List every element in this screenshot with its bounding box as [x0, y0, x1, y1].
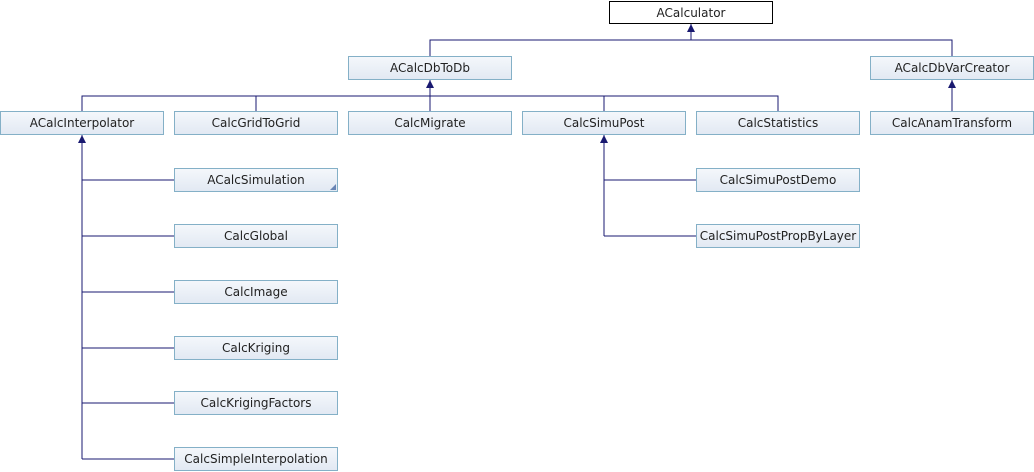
class-node-calcanamtransform[interactable]: CalcAnamTransform [870, 111, 1034, 135]
class-node-calcglobal[interactable]: CalcGlobal [174, 224, 338, 248]
edge-acalculator-children [429, 39, 953, 56]
class-node-acalcdbvarcreator[interactable]: ACalcDbVarCreator [870, 56, 1034, 80]
class-node-acalcinterpolator[interactable]: ACalcInterpolator [0, 111, 164, 135]
class-node-acalcsimulation-label: ACalcSimulation [207, 173, 305, 187]
class-node-calcgridtogrid[interactable]: CalcGridToGrid [174, 111, 338, 135]
class-node-calcsimupostdemo[interactable]: CalcSimuPostDemo [696, 168, 860, 192]
class-node-calcsimupost[interactable]: CalcSimuPost [522, 111, 686, 135]
class-node-acalculator: ACalculator [609, 1, 773, 24]
class-node-calcsimupostpropbylayer[interactable]: CalcSimuPostPropByLayer [696, 224, 860, 248]
edge-acalcdbtodb-children [81, 95, 779, 111]
collapsed-subclasses-icon [330, 184, 336, 190]
class-node-calcsimpleinterpolation[interactable]: CalcSimpleInterpolation [174, 447, 338, 471]
class-node-acalcdbtodb[interactable]: ACalcDbToDb [348, 56, 512, 80]
class-node-calckrigingfactors[interactable]: CalcKrigingFactors [174, 391, 338, 415]
edge-acalcinterpolator-children [81, 135, 174, 460]
class-node-calcstatistics[interactable]: CalcStatistics [696, 111, 860, 135]
class-node-calckriging[interactable]: CalcKriging [174, 336, 338, 360]
class-node-calcmigrate[interactable]: CalcMigrate [348, 111, 512, 135]
class-node-calcimage[interactable]: CalcImage [174, 280, 338, 304]
class-node-acalcsimulation[interactable]: ACalcSimulation [174, 168, 338, 192]
edge-calcsimupost-children [603, 135, 696, 237]
